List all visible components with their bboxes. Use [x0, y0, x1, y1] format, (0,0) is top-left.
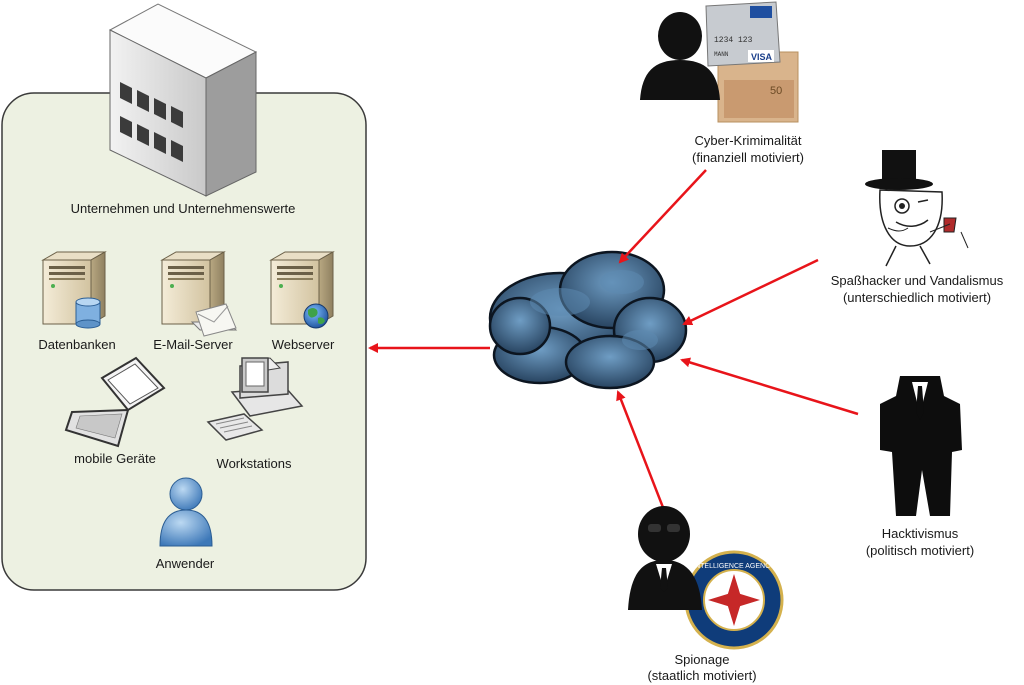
monocle-meme-icon [879, 189, 969, 267]
credit-card-icon: 1234 123 MANN VISA [705, 1, 781, 67]
mail-server-label: E-Mail-Server [153, 337, 233, 352]
espionage-label-line1: Spionage [674, 652, 730, 667]
cybercrime-figure: 50 1234 123 MANN VISA [640, 1, 799, 123]
mail-server-icon [161, 251, 238, 337]
card-number: 1234 123 [714, 36, 753, 45]
workstations-label: Workstations [216, 456, 292, 471]
laptop-icon [64, 356, 166, 448]
espionage-label-line2: (staatlich motiviert) [647, 668, 757, 683]
card-name: MANN [714, 51, 729, 58]
sunglasses-agent-icon [628, 506, 702, 610]
mobile-label: mobile Geräte [74, 451, 156, 466]
cybercrime-label-line1: Cyber-Krimimalität [694, 133, 802, 148]
seal-text: INTELLIGENCE AGENCY [693, 563, 775, 570]
company-title: Unternehmen und Unternehmenswerte [70, 201, 296, 216]
databases-label: Datenbanken [38, 337, 116, 352]
fun-hackers-label-line2: (unterschiedlich motiviert) [842, 290, 992, 305]
hacktivism-label-line1: Hacktivismus [881, 526, 959, 541]
webserver-icon [270, 251, 334, 329]
fun-hacker-figure [865, 150, 969, 267]
espionage-figure: INTELLIGENCE AGENCY [628, 506, 784, 650]
card-brand: VISA [751, 52, 773, 62]
cybercrime-label-line2: (finanziell motiviert) [692, 150, 804, 165]
mail-icon [190, 303, 238, 337]
webserver-label: Webserver [271, 337, 335, 352]
arrow-hacktivism [680, 357, 859, 416]
arrow-cybercrime [618, 169, 707, 264]
cloud-icon [488, 250, 688, 390]
fun-hackers-label-line1: Spaßhacker und Vandalismus [830, 273, 1004, 288]
hacktivism-figure [880, 376, 962, 516]
hacktivism-label-line2: (politisch motiviert) [865, 543, 975, 558]
banknote-value: 50 [770, 85, 782, 97]
suit-figure-icon [880, 376, 962, 516]
user-icon [159, 477, 213, 547]
top-hat-icon [865, 150, 933, 190]
building-icon [108, 3, 258, 197]
database-server-icon [42, 251, 106, 329]
cia-seal-icon: INTELLIGENCE AGENCY [684, 550, 784, 650]
arrow-espionage [616, 390, 666, 511]
database-icon [75, 297, 101, 329]
attack-arrows [368, 169, 859, 511]
users-label: Anwender [155, 556, 215, 571]
workstation-icon [206, 357, 304, 441]
cloud-highlights [530, 270, 658, 350]
globe-icon [303, 303, 329, 329]
arrow-fun-hackers [682, 258, 819, 326]
